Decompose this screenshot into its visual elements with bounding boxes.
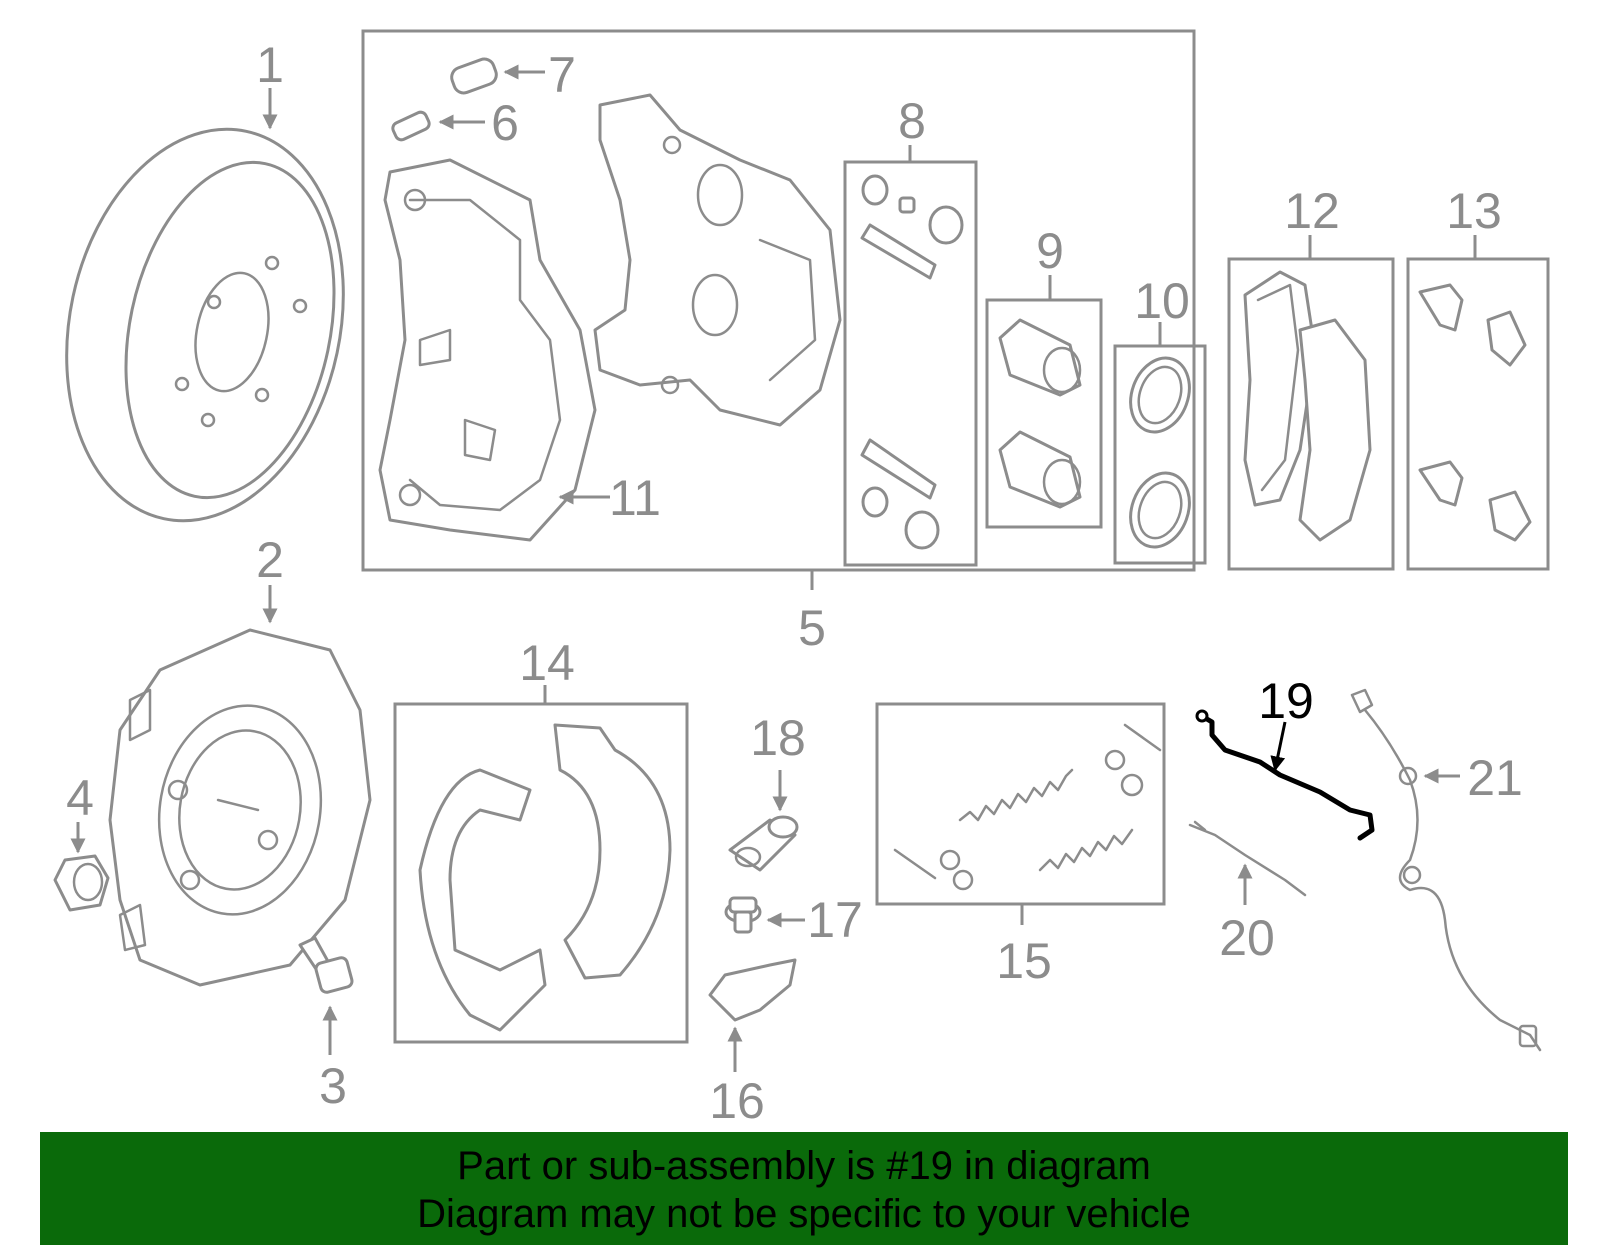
part-8-guide-pins[interactable] bbox=[860, 174, 964, 550]
part-12-brake-pads[interactable] bbox=[1243, 270, 1372, 542]
footer-banner: Part or sub-assembly is #19 in diagram D… bbox=[40, 1132, 1568, 1245]
callout-10: 10 bbox=[1134, 273, 1190, 329]
part-3-bolt[interactable] bbox=[298, 936, 354, 994]
box-13-clip-kit bbox=[1406, 257, 1550, 571]
box-5-caliper-kit bbox=[361, 29, 1196, 572]
callout-20: 20 bbox=[1219, 910, 1275, 966]
callout-12: 12 bbox=[1284, 183, 1340, 239]
callout-9: 9 bbox=[1036, 223, 1064, 279]
callout-14: 14 bbox=[519, 635, 575, 691]
part-14-brake-shoes[interactable] bbox=[418, 723, 672, 1032]
leader-19 bbox=[1270, 721, 1287, 772]
part-2-backing-plate[interactable] bbox=[108, 628, 372, 987]
part-20-wire[interactable] bbox=[1188, 820, 1307, 897]
part-9-pistons[interactable] bbox=[998, 318, 1082, 509]
callout-17: 17 bbox=[807, 892, 863, 948]
callout-13: 13 bbox=[1446, 183, 1502, 239]
callout-5: 5 bbox=[798, 600, 826, 656]
part-11-caliper-housing[interactable] bbox=[378, 158, 597, 542]
callouts: 1 2 3 4 5 6 7 8 9 10 11 12 13 14 15 16 1… bbox=[66, 37, 1523, 1129]
callout-6: 6 bbox=[491, 95, 519, 151]
box-15-hardware-kit bbox=[875, 702, 1166, 906]
callout-21: 21 bbox=[1467, 750, 1523, 806]
callout-15: 15 bbox=[996, 933, 1052, 989]
part-16-bracket[interactable] bbox=[708, 958, 797, 1022]
callout-3: 3 bbox=[319, 1058, 347, 1114]
part-4-nut[interactable] bbox=[53, 854, 110, 912]
callout-7: 7 bbox=[548, 47, 576, 103]
box-9-piston-kit bbox=[985, 298, 1103, 529]
part-1-rotor[interactable] bbox=[32, 103, 378, 546]
callout-16: 16 bbox=[709, 1073, 765, 1129]
callout-1: 1 bbox=[256, 37, 284, 93]
callout-11: 11 bbox=[609, 470, 661, 526]
callout-18: 18 bbox=[750, 710, 806, 766]
part-13-clips[interactable] bbox=[1418, 283, 1532, 542]
part-6-bleeder[interactable] bbox=[391, 110, 431, 142]
callout-4: 4 bbox=[66, 770, 94, 826]
part-19-brake-hose[interactable] bbox=[1195, 709, 1375, 841]
box-14-shoe-set bbox=[393, 702, 689, 1044]
footer-line-2: Diagram may not be specific to your vehi… bbox=[417, 1192, 1191, 1236]
footer-line-1: Part or sub-assembly is #19 in diagram bbox=[457, 1144, 1151, 1188]
part-18-adjuster[interactable] bbox=[728, 815, 799, 872]
part-15-springs[interactable] bbox=[893, 723, 1162, 891]
part-10-seals[interactable] bbox=[1121, 350, 1200, 556]
part-21-abs-sensor[interactable] bbox=[1350, 688, 1542, 1052]
callout-8: 8 bbox=[898, 93, 926, 149]
callout-19: 19 bbox=[1258, 673, 1314, 729]
part-17-plug[interactable] bbox=[724, 896, 762, 934]
part-caliper-bracket[interactable] bbox=[593, 93, 842, 427]
part-7-cap[interactable] bbox=[449, 56, 499, 95]
callout-2: 2 bbox=[256, 532, 284, 588]
